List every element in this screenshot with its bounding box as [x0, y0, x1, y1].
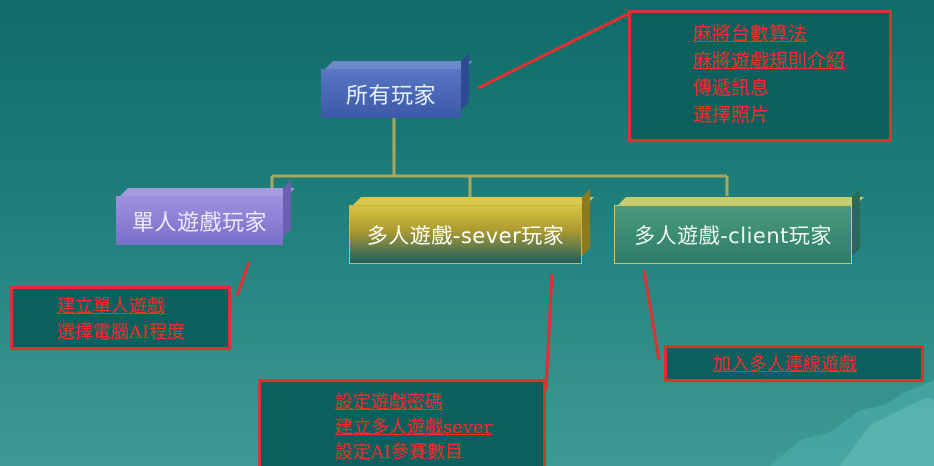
feature-item: 麻將台數算法 — [693, 23, 808, 45]
single-item: 建立單人遊戲 — [57, 296, 165, 317]
feature-item: 選擇照片 — [693, 104, 770, 126]
callout-pointer-client — [642, 269, 661, 361]
single-item: 選擇電腦AI程度 — [57, 322, 186, 343]
root-node: 所有玩家 — [321, 53, 473, 118]
feature-item: 傳遞訊息 — [693, 77, 770, 99]
client-player-label: 多人遊戲-client玩家 — [634, 223, 832, 248]
single-player-node: 單人遊戲玩家 — [116, 180, 295, 245]
callout-root-features: 麻將台數算法 麻將遊戲規則介紹 傳遞訊息 選擇照片 — [628, 10, 892, 142]
root-label: 所有玩家 — [345, 83, 436, 109]
server-player-label: 多人遊戲-sever玩家 — [366, 223, 565, 248]
single-player-label: 單人遊戲玩家 — [131, 210, 267, 236]
callout-pointer-single — [235, 261, 251, 297]
client-item: 加入多人連線遊戲 — [713, 354, 857, 375]
callout-pointer-root — [477, 12, 629, 90]
server-player-node: 多人遊戲-sever玩家 — [349, 189, 594, 264]
callout-pointer-server — [544, 273, 554, 391]
server-item: 設定遊戲密碼 — [335, 392, 443, 413]
mountain-decoration — [770, 380, 934, 466]
client-player-node: 多人遊戲-client玩家 — [614, 189, 864, 264]
server-item: 建立多人遊戲sever — [335, 417, 493, 438]
mountain-decoration-front — [840, 398, 934, 466]
feature-item: 麻將遊戲規則介紹 — [693, 50, 846, 72]
server-item: 設定AI參賽數目 — [335, 442, 464, 463]
callout-server: 設定遊戲密碼 建立多人遊戲sever 設定AI參賽數目 — [258, 379, 546, 466]
callout-client: 加入多人連線遊戲 — [664, 345, 924, 382]
callout-single: 建立單人遊戲 選擇電腦AI程度 — [10, 286, 231, 350]
